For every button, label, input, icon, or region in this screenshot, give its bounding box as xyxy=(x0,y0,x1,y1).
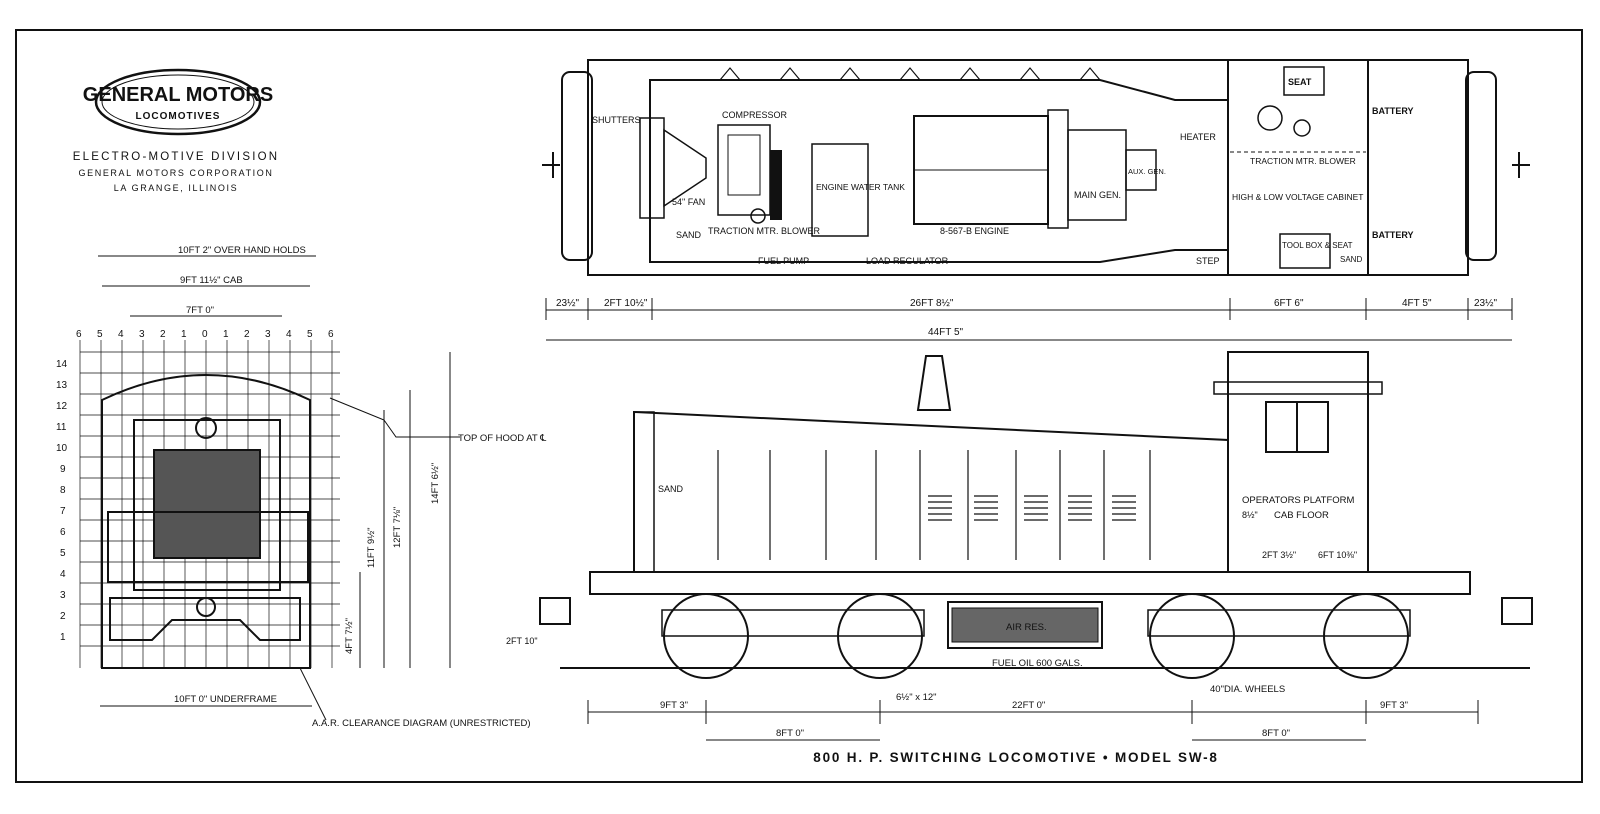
company-corporation: GENERAL MOTORS CORPORATION xyxy=(79,168,274,178)
grid-row-2: 12 xyxy=(56,401,68,412)
plan-dim-1: 23½" xyxy=(556,298,579,309)
side-view: SAND OPERATORS PLATFORM 8½" CAB FLOOR AI… xyxy=(506,351,1533,741)
grid-col-2: 4 xyxy=(118,329,124,340)
side-dim-b3: 9FT 3" xyxy=(1380,700,1408,711)
plan-dim-2: 2FT 10½" xyxy=(604,298,648,309)
grid-row-9: 5 xyxy=(60,548,66,559)
grid-row-7: 7 xyxy=(60,506,66,517)
plan-label-engine: 8-567-B ENGINE xyxy=(940,226,1009,236)
plan-label-cabinet: HIGH & LOW VOLTAGE CABINET xyxy=(1232,192,1363,202)
end-dim-7ft: 7FT 0" xyxy=(186,305,214,316)
plan-label-toolbox: TOOL BOX & SEAT xyxy=(1282,241,1353,250)
side-label-platform: OPERATORS PLATFORM xyxy=(1242,495,1355,506)
plan-dim-5: 4FT 5" xyxy=(1402,298,1432,309)
company-division: ELECTRO-MOTIVE DIVISION xyxy=(73,151,280,163)
grid-col-11: 5 xyxy=(307,329,313,340)
end-dim-height-total: 14FT 6½" xyxy=(430,463,441,504)
drawing-title: 800 H. P. SWITCHING LOCOMOTIVE • MODEL S… xyxy=(813,750,1218,765)
side-dim-wb1: 8FT 0" xyxy=(776,728,804,739)
grid-row-1: 13 xyxy=(56,380,68,391)
top-of-hood-label: TOP OF HOOD AT ℄ xyxy=(458,433,547,444)
plan-label-heater: HEATER xyxy=(1180,132,1216,142)
grid-col-4: 2 xyxy=(160,329,166,340)
side-dim-platform-gap: 8½" xyxy=(1242,510,1258,520)
plan-dim-3: 26FT 8½" xyxy=(910,298,954,309)
plan-label-seat: SEAT xyxy=(1288,77,1312,87)
grid-col-12: 6 xyxy=(328,329,334,340)
side-dim-wb2: 8FT 0" xyxy=(1262,728,1290,739)
plan-label-compressor: COMPRESSOR xyxy=(722,110,788,120)
plan-label-step: STEP xyxy=(1196,256,1220,266)
side-dim-6ft10: 6FT 10⅜" xyxy=(1318,550,1357,560)
plan-label-sand-cab: SAND xyxy=(1340,255,1362,264)
end-dim-underframe: 10FT 0" UNDERFRAME xyxy=(174,694,277,705)
plan-label-sand: SAND xyxy=(676,230,702,240)
grid-col-1: 5 xyxy=(97,329,103,340)
grid-col-7: 1 xyxy=(223,329,229,340)
plan-label-water-tank: ENGINE WATER TANK xyxy=(816,182,905,192)
grid-row-11: 3 xyxy=(60,590,66,601)
grid-row-8: 6 xyxy=(60,527,66,538)
plan-label-traction-blower: TRACTION MTR. BLOWER xyxy=(708,226,820,236)
grid-col-3: 3 xyxy=(139,329,145,340)
grid-row-4: 10 xyxy=(56,443,68,454)
side-label-wheels: 40"DIA. WHEELS xyxy=(1210,684,1285,695)
grid-col-10: 4 xyxy=(286,329,292,340)
logo-line2: LOCOMOTIVES xyxy=(136,111,221,122)
side-label-axle: 6½" x 12" xyxy=(896,692,937,703)
sheet-border xyxy=(15,29,1583,783)
end-dim-height-4: 4FT 7½" xyxy=(344,618,355,654)
end-dim-height-11: 11FT 9½" xyxy=(366,527,377,568)
plan-dim-overall: 44FT 5" xyxy=(928,327,963,338)
plan-label-aux-gen: AUX. GEN. xyxy=(1128,167,1166,176)
plan-label-shutters: SHUTTERS xyxy=(592,115,641,125)
grid-row-10: 4 xyxy=(60,569,66,580)
plan-label-fan: 54" FAN xyxy=(672,197,705,207)
plan-label-fuel-pump: FUEL PUMP xyxy=(758,256,809,266)
gm-logo: GENERAL MOTORS LOCOMOTIVES xyxy=(83,68,273,136)
side-dim-b2: 22FT 0" xyxy=(1012,700,1045,711)
logo-line1: GENERAL MOTORS xyxy=(83,84,273,106)
grid-col-0: 6 xyxy=(76,329,82,340)
side-label-fuel-oil: FUEL OIL 600 GALS. xyxy=(992,658,1083,669)
grid-row-5: 9 xyxy=(60,464,66,475)
grid-row-12: 2 xyxy=(60,611,66,622)
plan-view: SHUTTERS COMPRESSOR 54" FAN SAND TRACTIO… xyxy=(542,59,1530,341)
grid-row-13: 1 xyxy=(60,632,66,643)
side-label-cab-floor: CAB FLOOR xyxy=(1274,510,1329,521)
grid-col-8: 2 xyxy=(244,329,250,340)
end-dim-height-12: 12FT 7⅛" xyxy=(392,507,403,548)
grid-row-3: 11 xyxy=(56,422,67,433)
side-dim-2ft3: 2FT 3½" xyxy=(1262,550,1296,560)
side-label-air-res: AIR RES. xyxy=(1006,622,1047,633)
end-dim-cab: 9FT 11½" CAB xyxy=(180,275,243,286)
grid-col-5: 1 xyxy=(181,329,187,340)
plan-label-battery-bottom: BATTERY xyxy=(1372,230,1414,240)
company-location: LA GRANGE, ILLINOIS xyxy=(114,183,238,193)
grid-row-6: 8 xyxy=(60,485,66,496)
plan-label-main-gen: MAIN GEN. xyxy=(1074,190,1121,200)
grid-col-9: 3 xyxy=(265,329,271,340)
plan-label-battery-top: BATTERY xyxy=(1372,106,1414,116)
plan-dim-6: 23½" xyxy=(1474,298,1497,309)
grid-row-0: 14 xyxy=(56,359,68,370)
grid-col-6: 0 xyxy=(202,329,208,340)
end-dim-handholds: 10FT 2" OVER HAND HOLDS xyxy=(178,245,306,256)
plan-label-load-regulator: LOAD REGULATOR xyxy=(866,256,949,266)
side-label-sand: SAND xyxy=(658,484,684,494)
side-dim-b1: 9FT 3" xyxy=(660,700,688,711)
plan-dim-4: 6FT 6" xyxy=(1274,298,1304,309)
clearance-label: A.A.R. CLEARANCE DIAGRAM (UNRESTRICTED) xyxy=(312,718,531,729)
end-view: 6 5 4 3 2 1 0 1 2 3 4 5 6 14 13 12 11 10… xyxy=(56,245,547,729)
side-dim-2ft10: 2FT 10" xyxy=(506,636,538,646)
plan-label-cab-blower: TRACTION MTR. BLOWER xyxy=(1250,156,1356,166)
